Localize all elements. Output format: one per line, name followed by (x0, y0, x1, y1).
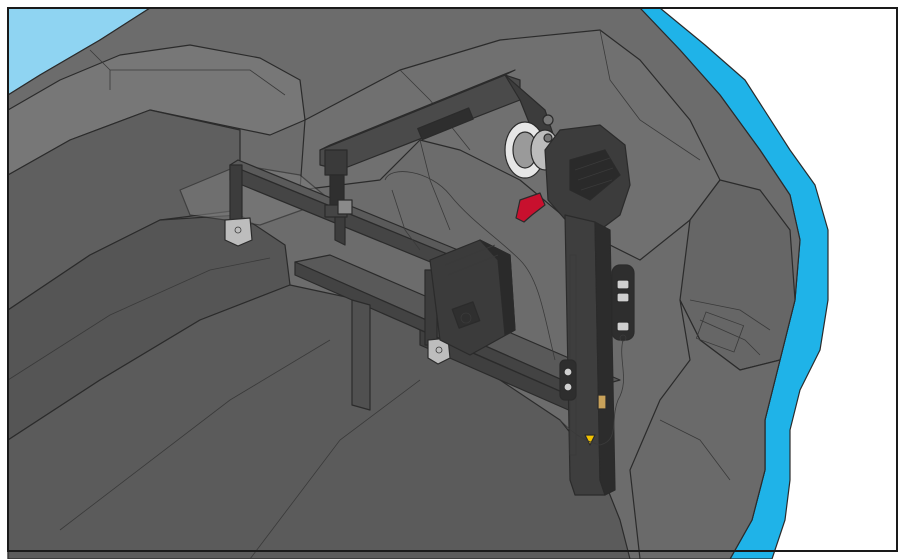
mount-hooks (337, 199, 353, 215)
hand-pendant-control (559, 264, 635, 446)
trunk-interior (7, 7, 801, 559)
motor-housing (515, 124, 631, 231)
frame-border (7, 7, 898, 552)
lift-mast (564, 214, 616, 496)
power-cables (384, 171, 556, 361)
power-switch-box (559, 359, 577, 401)
control-box (429, 239, 516, 356)
